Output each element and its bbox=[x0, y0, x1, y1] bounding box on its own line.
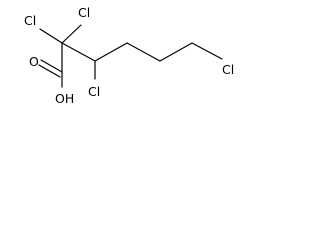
bond-group bbox=[38, 24, 223, 88]
atom-label-group: Cl Cl O OH Cl Cl bbox=[24, 5, 234, 106]
bond-c2-cl-right bbox=[61, 24, 82, 44]
atom-oh-group: OH bbox=[55, 91, 74, 106]
atom-cl-terminal: Cl bbox=[222, 62, 234, 77]
bond-c6-cl bbox=[191, 42, 223, 60]
atom-o-carbonyl: O bbox=[29, 54, 39, 69]
atom-cl-middle: Cl bbox=[88, 84, 100, 99]
bond-c3-c4 bbox=[94, 42, 128, 62]
atom-cl-top-left: Cl bbox=[24, 13, 36, 28]
bond-c2-c3 bbox=[61, 42, 96, 62]
bond-c2-cl-left bbox=[39, 28, 63, 44]
bond-c4-c5 bbox=[126, 42, 161, 62]
bond-c1-o-double-b bbox=[38, 64, 61, 78]
bond-c1-o-double-a bbox=[40, 59, 63, 73]
bond-c5-c6 bbox=[159, 42, 193, 62]
structure-canvas: Cl Cl O OH Cl Cl bbox=[0, 0, 252, 121]
atom-cl-top-right: Cl bbox=[78, 5, 90, 20]
chemical-structure-diagram: Cl Cl O OH Cl Cl bbox=[24, 5, 234, 106]
